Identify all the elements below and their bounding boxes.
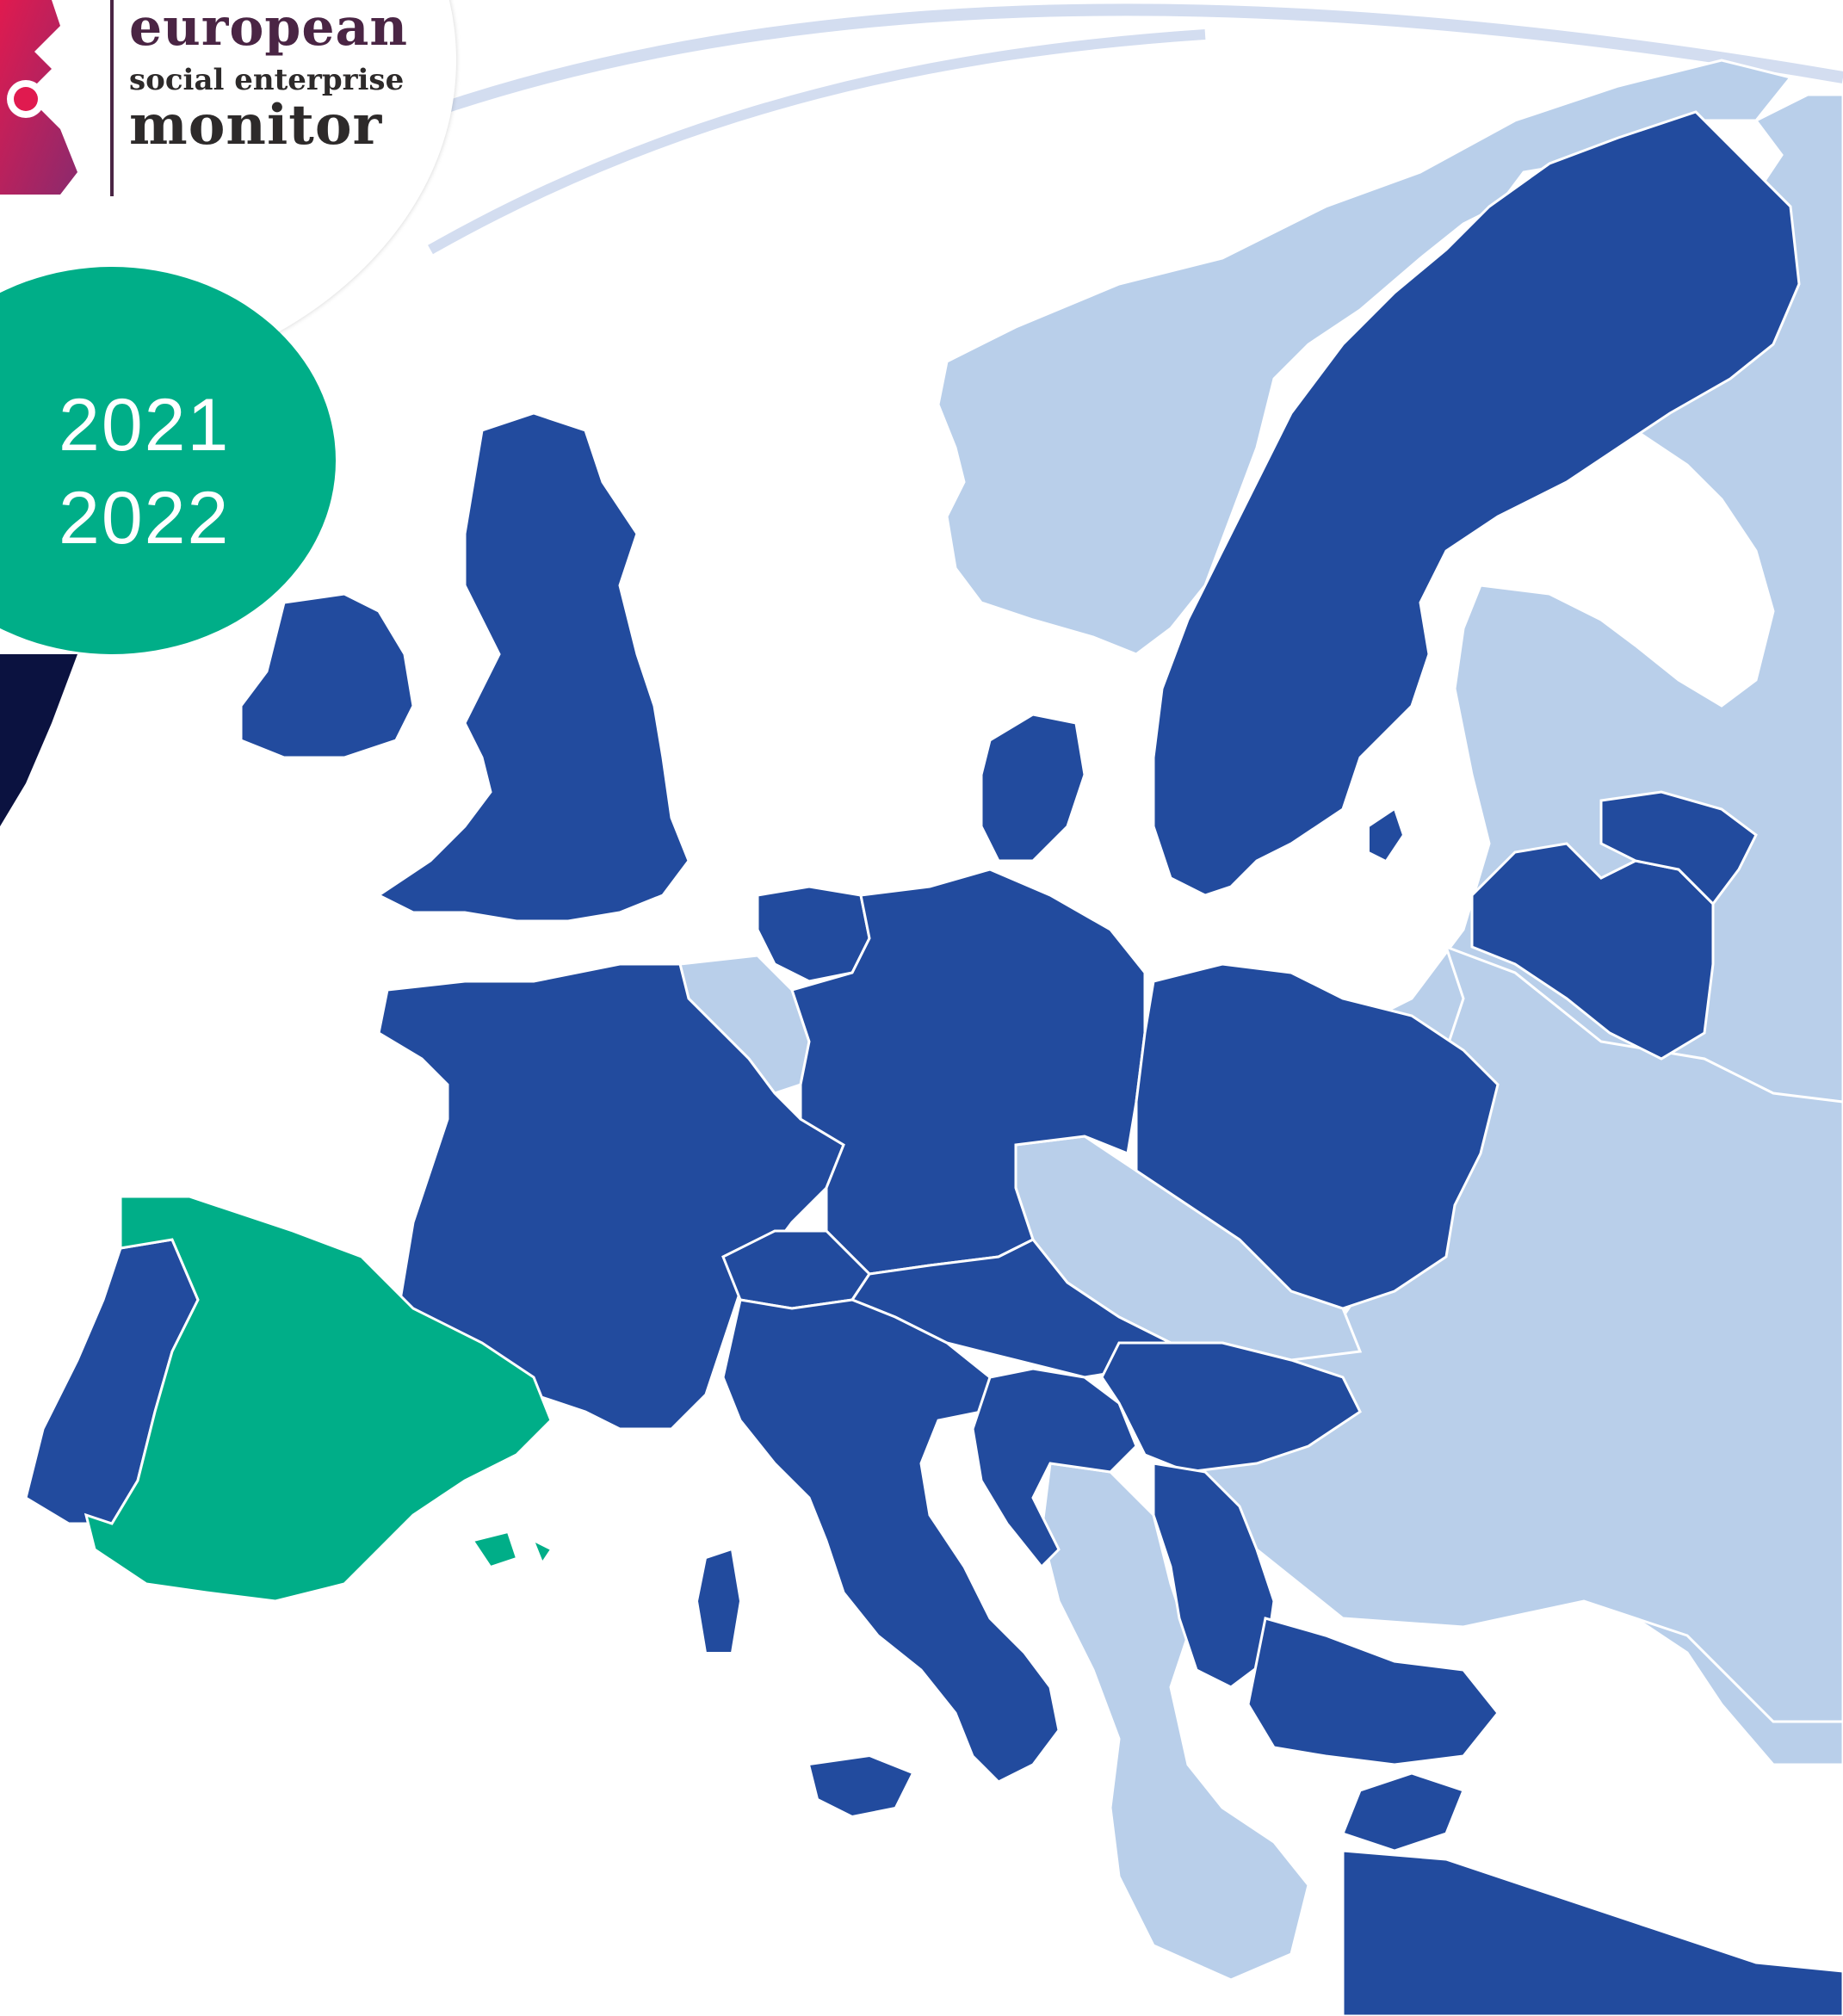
country-balearic [472,1531,553,1568]
country-gotland [1368,807,1405,863]
logo-divider [110,0,114,196]
country-balkans-west [1040,1462,1310,1982]
country-spain [83,1195,553,1603]
country-denmark [980,713,1086,863]
country-italy [721,1298,1061,1784]
country-latvia-lithuania [1470,842,1715,1061]
country-sardinia [696,1548,742,1654]
country-estonia [1599,790,1758,906]
country-sicily [807,1754,914,1818]
logo-line-social-enterprise: social enterprise [129,63,405,97]
year-second: 2022 [59,477,231,560]
country-uk [376,411,690,923]
country-slovenia-croatia [971,1367,1138,1569]
logo-line-european: european [129,0,409,58]
country-serbia [1152,1462,1276,1689]
dark-band-decoration [0,654,77,826]
logo-mark-icon [0,0,77,195]
country-poland [1135,962,1500,1310]
orbit-arc-inner [428,29,1206,255]
country-turkey [1341,1772,1843,2016]
country-norway [937,59,1793,656]
country-france [377,962,845,1431]
country-hungary [1100,1341,1362,1474]
country-bulgaria [1246,1617,1500,1766]
logo-line-monitor: monitor [129,93,383,158]
orbit-arc-outer [359,3,1843,144]
logo-wordmark: european social enterprise monitor [129,2,408,153]
year-label: 2021 2022 [59,379,230,565]
country-netherlands [756,885,871,983]
year-first: 2021 [59,384,231,467]
country-sweden [1152,110,1801,897]
country-ireland [239,592,415,759]
